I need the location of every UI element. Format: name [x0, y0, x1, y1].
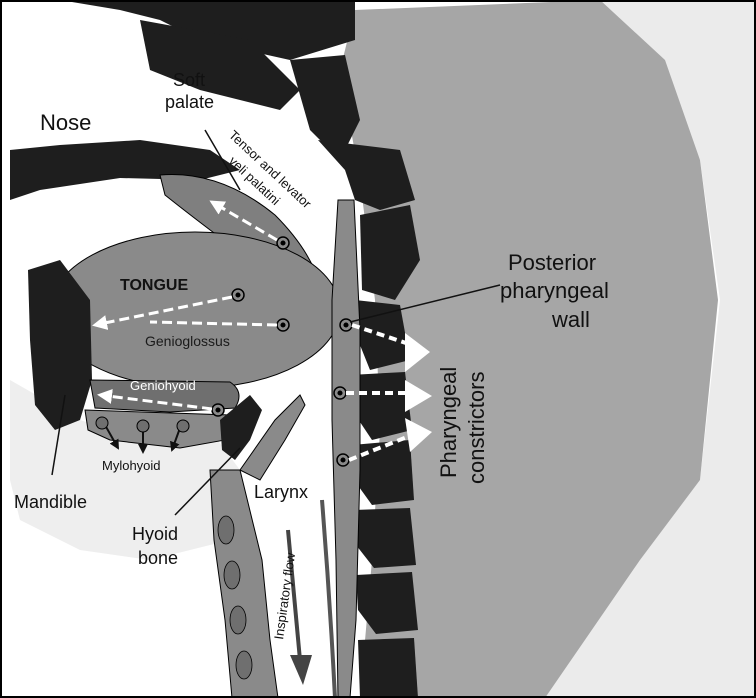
label-mandible: Mandible [14, 492, 87, 512]
label-mylohyoid: Mylohyoid [102, 458, 161, 473]
label-posterior-line3: wall [551, 307, 590, 332]
label-pharyngeal-line1: Pharyngeal [436, 367, 461, 478]
label-tongue: TONGUE [120, 277, 188, 294]
label-genioglossus: Genioglossus [145, 333, 230, 349]
label-hyoid-line2: bone [138, 548, 178, 568]
label-soft-palate-line2: palate [165, 92, 214, 112]
label-posterior-line1: Posterior [508, 250, 596, 275]
label-posterior-line2: pharyngeal [500, 278, 609, 303]
label-nose: Nose [40, 110, 91, 135]
label-soft-palate-line1: Soft [173, 70, 205, 90]
tongue-shape [50, 232, 340, 388]
label-pharyngeal-line2: constrictors [464, 372, 489, 484]
label-larynx: Larynx [254, 482, 308, 502]
label-geniohyoid: Geniohyoid [130, 378, 196, 393]
label-hyoid-line1: Hyoid [132, 524, 178, 544]
